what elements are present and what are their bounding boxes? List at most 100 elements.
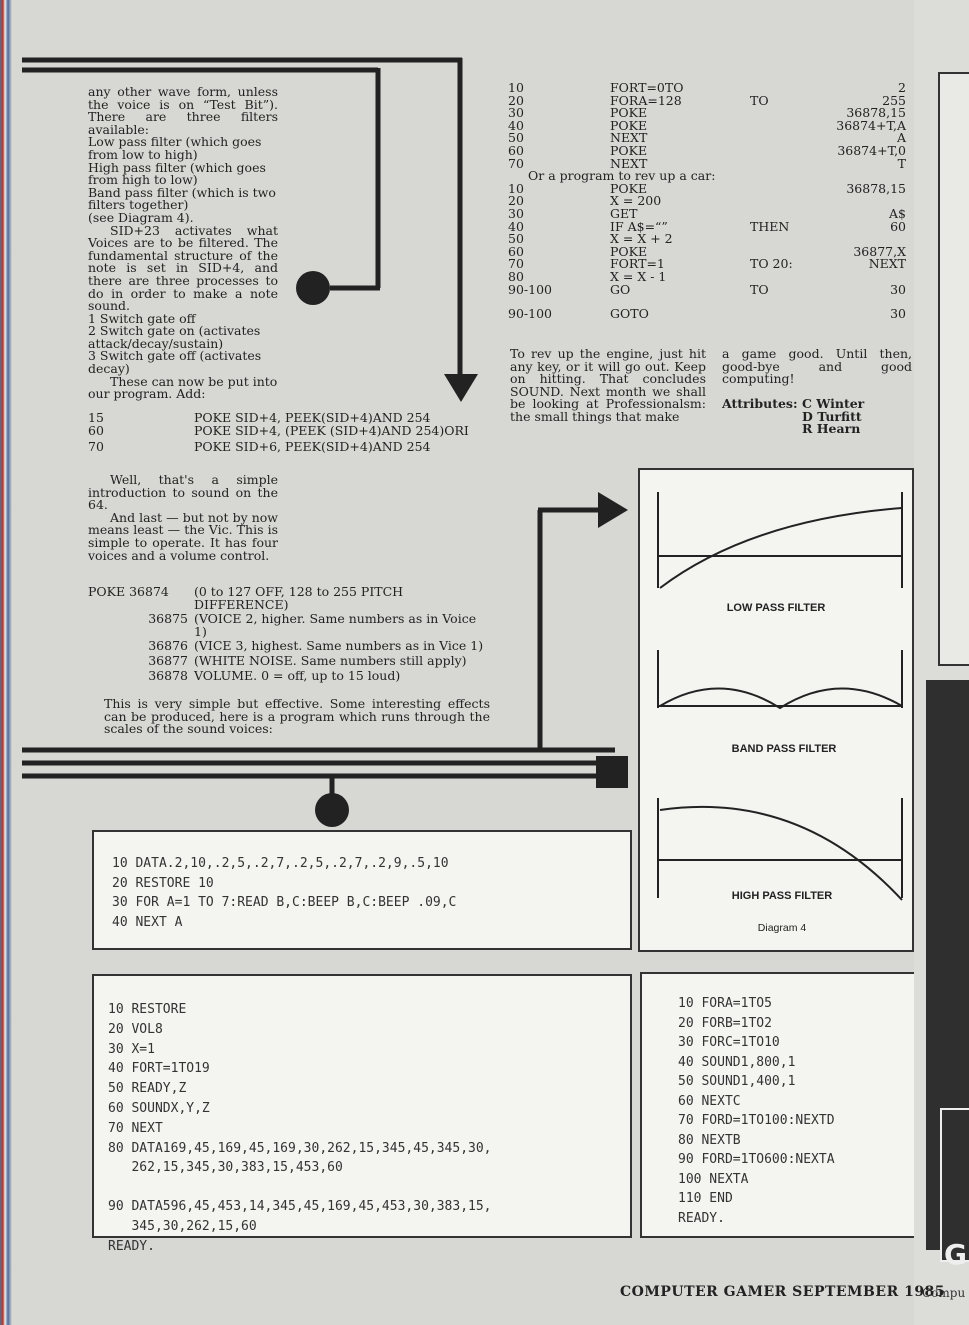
- program-token: 30: [508, 105, 524, 121]
- program-token: THEN: [750, 218, 790, 234]
- body-paragraph: any other wave form, unless the voice is…: [88, 84, 278, 137]
- program-token: X = 200: [610, 193, 662, 209]
- band-pass-label: BAND PASS FILTER: [731, 743, 837, 755]
- body-paragraph: High pass filter (which goes from high t…: [88, 159, 266, 188]
- program-token: 90-100: [508, 281, 552, 297]
- attributes-label: Attributes:: [722, 396, 798, 411]
- program-token: TO: [750, 281, 769, 297]
- listing-line: 20 RESTORE 10: [112, 875, 214, 891]
- poke-row: POKE 36874(0 to 127 OFF, 128 to 255 PITC…: [88, 584, 404, 612]
- poke-row: 36875(VOICE 2, higher. Same numbers as i…: [148, 611, 477, 639]
- program-token: 50: [508, 130, 524, 146]
- body-paragraph: SID+23 activates what Voices are to be f…: [88, 222, 278, 314]
- program-line: 50 NEXT A: [508, 132, 906, 145]
- listing-line: 100 NEXTA: [678, 1171, 749, 1187]
- listing-line: READY.: [678, 1210, 725, 1226]
- program-token: [750, 233, 812, 246]
- left-column-text: any other wave form, unless the voice is…: [88, 84, 278, 402]
- vic-intro: Well, that's a simple introduction to so…: [88, 472, 278, 562]
- program-token: A: [896, 130, 906, 146]
- closing-paragraph: This is very simple but effective. Some …: [104, 696, 490, 737]
- program-token: 255: [882, 92, 906, 108]
- program-token: [750, 120, 812, 133]
- program-token: POKE: [610, 142, 648, 158]
- program-token: GO: [610, 281, 631, 297]
- car-intro: Or a program to rev up a car:: [528, 168, 716, 184]
- listing-line: 80 DATA169,45,169,45,169,30,262,15,345,4…: [108, 1140, 492, 1156]
- program-token: 36878,15: [846, 105, 906, 121]
- listing-line: 345,30,262,15,60: [108, 1218, 257, 1234]
- listing-line: 70 FORD=1TO100:NEXTD: [678, 1113, 835, 1128]
- author: D Turfitt: [802, 408, 862, 424]
- program-token: 10: [508, 80, 524, 95]
- program-token: A$: [889, 205, 906, 221]
- facing-footer: Compu: [922, 1286, 966, 1300]
- program-token: TO: [750, 92, 769, 108]
- listing-line: 90 DATA596,45,453,14,345,45,169,45,453,3…: [108, 1199, 492, 1215]
- program-token: [750, 132, 812, 145]
- page-footer: COMPUTER GAMER SEPTEMBER 1985: [620, 1284, 946, 1300]
- program-token: 36874+T,0: [837, 142, 906, 158]
- body-paragraph: Well, that's a simple introduction to so…: [88, 472, 278, 513]
- listing-line: 50 SOUND1,400,1: [678, 1074, 796, 1089]
- body-paragraph: 2 Switch gate on (activates attack/decay…: [88, 323, 261, 351]
- listing-line: 90 FORD=1TO600:NEXTA: [678, 1152, 835, 1167]
- listing-line: 20 FORB=1TO2: [678, 1015, 772, 1031]
- program-token: T: [897, 155, 906, 171]
- program-token: GOTO: [610, 306, 649, 322]
- low-pass-label: LOW PASS FILTER: [726, 602, 826, 614]
- listing-line: [108, 1178, 492, 1197]
- program-token: 36878,15: [846, 180, 906, 196]
- listing-line: 10 DATA.2,10,.2,5,.2,7,.2,5,.2,7,.2,9,.5…: [112, 856, 449, 871]
- listing-line: 40 SOUND1,800,1: [678, 1054, 796, 1070]
- program-token: NEXT: [610, 155, 648, 171]
- program-token: FORA=128: [610, 92, 682, 108]
- listing-line: 10 FORA=1TO5: [678, 996, 772, 1011]
- facing-page-box: [938, 72, 969, 666]
- listing-line: 20 VOL8: [108, 1021, 163, 1037]
- program-token: 60: [508, 142, 524, 158]
- poke-row: 36877(WHITE NOISE. Same numbers still ap…: [148, 652, 467, 668]
- program-token: 40: [508, 117, 524, 133]
- program-token: [750, 158, 812, 171]
- binding-spine: [0, 0, 14, 1325]
- body-paragraph: Low pass filter (which goes from low to …: [88, 134, 262, 162]
- body-paragraph: 1 Switch gate off: [88, 310, 196, 326]
- outro-left: To rev up the engine, just hit any key, …: [510, 346, 706, 424]
- body-paragraph: Band pass filter (which is two filters t…: [88, 184, 276, 213]
- listing-line: 80 NEXTB: [678, 1132, 741, 1148]
- program-token: POKE: [610, 180, 648, 196]
- poke-table: POKE 36874(0 to 127 OFF, 128 to 255 PITC…: [88, 584, 488, 682]
- listing-line: 60 NEXTC: [678, 1093, 741, 1109]
- program-token: 90-100: [508, 306, 552, 322]
- program-token: [750, 183, 812, 196]
- poke-row: 36876(VICE 3, highest. Same numbers as i…: [148, 638, 484, 654]
- filter-curves: [657, 492, 903, 901]
- attributes: Attributes:C Winter D Turfitt R Hearn: [722, 396, 912, 436]
- program-token: 50: [508, 231, 524, 247]
- program-token: X = X + 2: [610, 231, 673, 247]
- listing-line: 262,15,345,30,383,15,453,60: [108, 1160, 343, 1176]
- body-paragraph: These can now be put into our program. A…: [88, 373, 278, 402]
- program-token: FORT=0TO: [610, 80, 684, 95]
- program-line: 30 POKE 36878,15: [508, 107, 906, 120]
- listing-1-text: 10 DATA.2,10,.2,5,.2,7,.2,5,.2,7,.2,9,.5…: [112, 854, 456, 932]
- listing-line: 50 READY,Z: [108, 1081, 187, 1097]
- listing-line: 70 NEXT: [108, 1120, 163, 1136]
- program-token: NEXT: [610, 130, 648, 146]
- program-token: POKE: [610, 105, 648, 121]
